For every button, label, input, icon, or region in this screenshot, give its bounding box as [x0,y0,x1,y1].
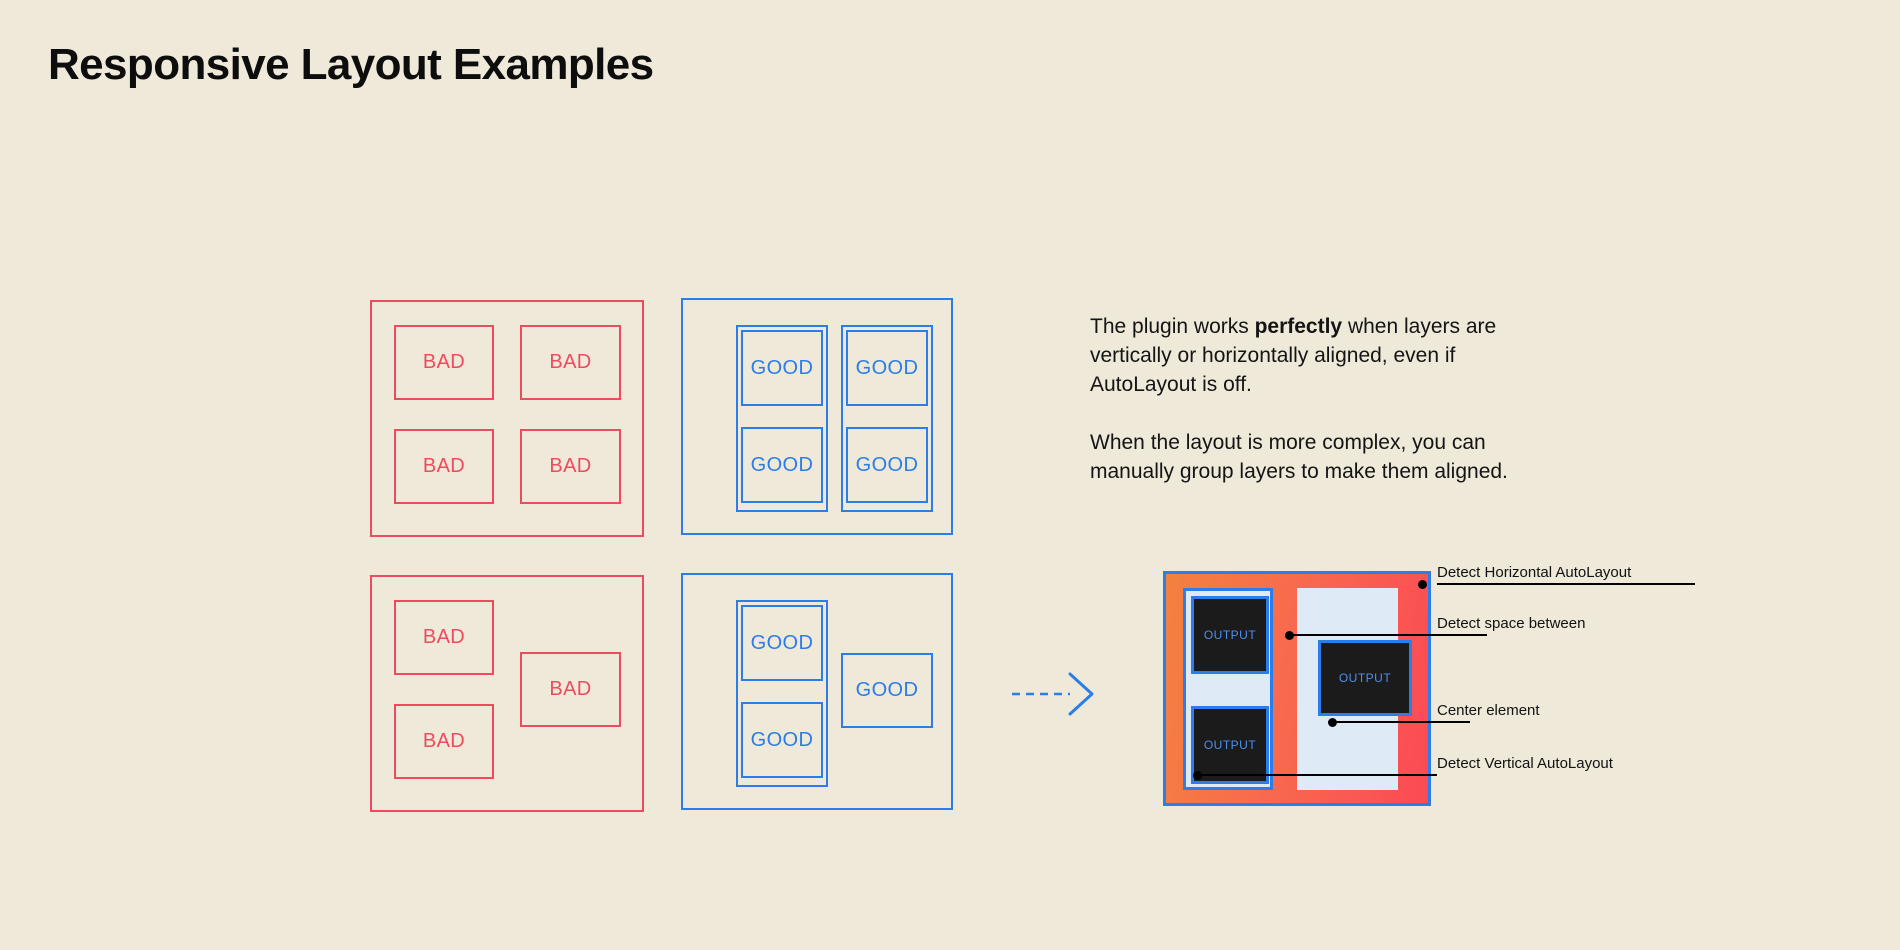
cell-bad: BAD [520,652,621,727]
cell-good: GOOD [741,330,823,406]
output-box: OUTPUT [1191,706,1269,784]
dashed-arrow-right-icon [1012,672,1094,716]
annotation-detect-horizontal-autolayout: Detect Horizontal AutoLayout [1418,561,1695,589]
annotation-label: Detect Horizontal AutoLayout [1437,564,1632,581]
cell-good: GOOD [846,330,928,406]
layer-group: GOOD GOOD [841,325,933,512]
example-panel-good-grid: GOOD GOOD GOOD GOOD [681,298,953,535]
annotation-anchor-dot [1418,579,1427,589]
cell-bad: BAD [394,704,494,779]
example-panel-bad-offset: BAD BAD BAD [370,575,644,812]
detection-figure: OUTPUT OUTPUT OUTPUT [1163,571,1431,806]
cell-bad: BAD [520,325,621,400]
example-panel-good-offset: GOOD GOOD GOOD [681,573,953,810]
annotation-leader-line [1289,634,1487,636]
cell-bad: BAD [394,600,494,675]
cell-good: GOOD [841,653,933,728]
annotation-leader-line [1197,774,1437,776]
detection-left-group: OUTPUT OUTPUT [1183,588,1273,790]
cell-bad: BAD [394,325,494,400]
annotation-anchor-dot [1285,630,1294,640]
copy-1-before: The plugin works [1090,315,1255,338]
cell-good: GOOD [846,427,928,503]
annotation-center-element: Center element [1328,699,1575,727]
annotation-leader-line [1332,721,1470,723]
cell-bad: BAD [520,429,621,504]
annotation-label: Detect Vertical AutoLayout [1437,755,1613,772]
annotation-anchor-dot [1193,770,1202,780]
annotation-leader-line [1437,583,1695,585]
annotation-anchor-dot [1328,717,1337,727]
copy-paragraph-1: The plugin works perfectly when layers a… [1090,312,1560,399]
cell-good: GOOD [741,702,823,778]
cell-good: GOOD [741,427,823,503]
output-box: OUTPUT [1318,640,1412,716]
annotation-detect-space-between: Detect space between [1285,612,1635,640]
copy-paragraph-2: When the layout is more complex, you can… [1090,431,1508,483]
page-title: Responsive Layout Examples [48,40,654,89]
layer-group: GOOD GOOD [736,325,828,512]
example-panel-bad-grid: BAD BAD BAD BAD [370,300,644,537]
output-box: OUTPUT [1191,596,1269,674]
annotation-detect-vertical-autolayout: Detect Vertical AutoLayout [1193,752,1677,780]
cell-bad: BAD [394,429,494,504]
annotation-label: Center element [1437,702,1540,719]
layer-group: GOOD GOOD [736,600,828,787]
copy-1-bold: perfectly [1254,315,1343,338]
annotation-label: Detect space between [1437,615,1586,632]
cell-good: GOOD [741,605,823,681]
copy-1-after: when layers are vertically or horizontal… [1090,315,1497,396]
